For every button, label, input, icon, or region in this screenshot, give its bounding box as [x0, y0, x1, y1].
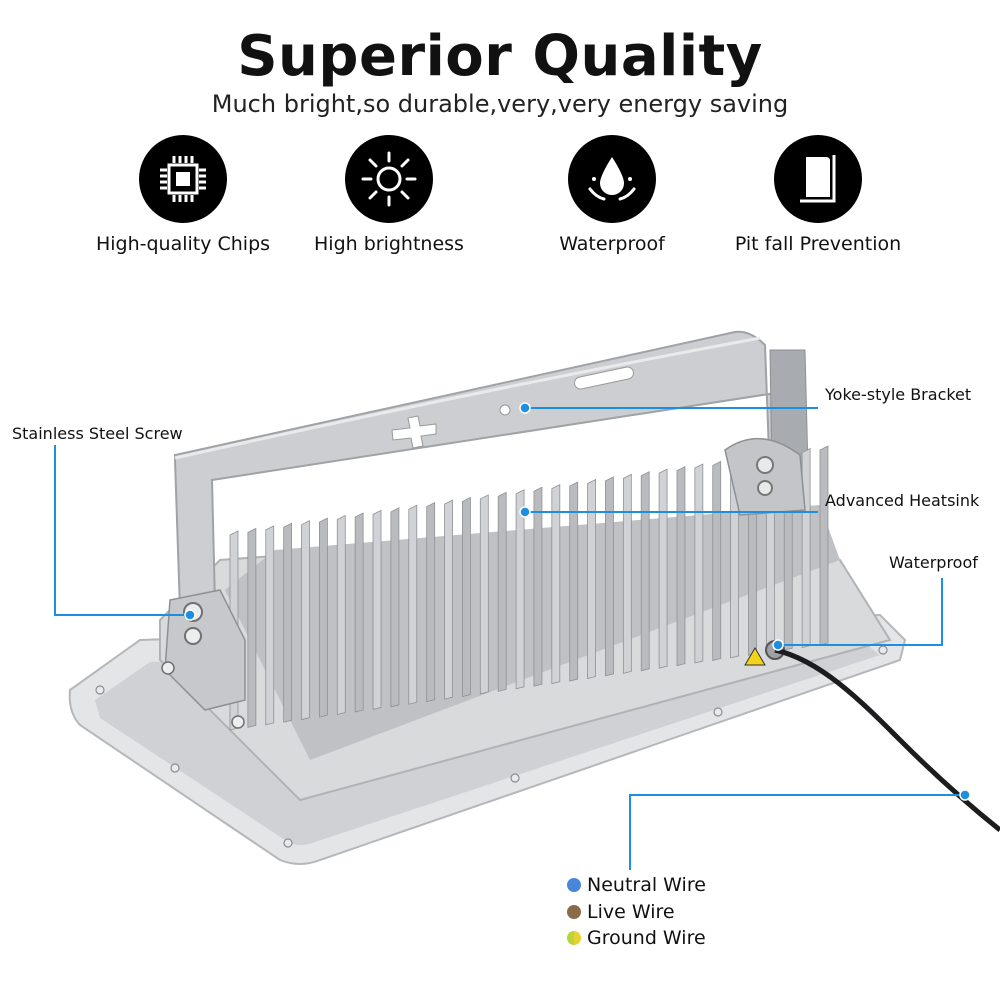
heatsink-fin	[569, 481, 579, 682]
ground-wire-dot	[567, 931, 581, 945]
heatsink-fin	[444, 499, 453, 700]
heatsink-fin	[318, 517, 328, 718]
callout-yoke-label: Yoke-style Bracket	[825, 385, 972, 404]
heatsink-fin	[497, 491, 507, 692]
heatsink-fin	[301, 520, 310, 721]
yoke-bracket	[174, 330, 802, 612]
live-wire-dot	[567, 905, 581, 919]
callout-dot-heatsink	[519, 506, 531, 518]
callout-dot-screw	[184, 609, 196, 621]
feature-chips: High-quality Chips	[83, 135, 283, 255]
power-cable	[774, 647, 1000, 832]
live-wire-label: Live Wire	[587, 901, 675, 923]
heatsink-fin	[676, 465, 686, 667]
page-title: Superior Quality	[237, 24, 763, 89]
callout-dot-waterproof	[772, 639, 784, 651]
heatsink-fin	[694, 463, 704, 664]
heatsink-fin	[336, 514, 346, 716]
heatsink-fin	[426, 502, 436, 703]
heatsink-fin	[640, 471, 650, 672]
callout-dot-yoke	[519, 402, 531, 414]
neutral-wire-dot	[567, 878, 581, 892]
warning-label	[744, 647, 766, 666]
legend-ground-wire: Ground Wire	[567, 927, 706, 949]
feature-chips-label: High-quality Chips	[95, 233, 271, 255]
feature-brightness-label: High brightness	[314, 233, 464, 255]
page-subtitle: Much bright,so durable,very,very energy …	[211, 90, 789, 118]
chip-icon	[139, 135, 227, 223]
heatsink-fin	[551, 483, 561, 685]
feature-fall-prevention-label: Pit fall Prevention	[734, 233, 902, 255]
heatsink-fin	[247, 527, 257, 728]
heatsink-fin	[605, 476, 614, 677]
sun-icon	[345, 135, 433, 223]
bracket-cross-hole	[391, 415, 437, 449]
heatsink-fin	[622, 473, 632, 674]
heatsink-fin	[283, 522, 293, 723]
feature-waterproof: Waterproof	[512, 135, 712, 255]
heatsink-fin	[372, 509, 382, 710]
callout-waterproof-label: Waterproof	[889, 553, 978, 572]
heatsink-fin	[658, 468, 668, 669]
heatsink-fin	[819, 445, 829, 646]
heatsink-fins	[229, 445, 829, 731]
heatsink-fin	[354, 512, 364, 713]
callout-heatsink-label: Advanced Heatsink	[825, 491, 980, 510]
legend-neutral-wire: Neutral Wire	[567, 874, 706, 896]
legend-live-wire: Live Wire	[567, 901, 675, 923]
heatsink-fin	[712, 460, 722, 661]
fall-prevention-icon	[774, 135, 862, 223]
heatsink-fin	[265, 525, 275, 726]
bracket-slot	[574, 366, 634, 390]
water-drop-icon	[568, 135, 656, 223]
ground-wire-label: Ground Wire	[587, 927, 706, 949]
feature-fall-prevention: Pit fall Prevention	[718, 135, 918, 255]
heatsink-fin	[801, 447, 811, 649]
callout-dot-cable	[959, 789, 971, 801]
right-screw	[756, 456, 774, 474]
heatsink-fin	[462, 496, 471, 698]
heatsink-fin	[479, 494, 489, 695]
heatsink-fin	[587, 478, 596, 679]
callout-screw-label: Stainless Steel Screw	[12, 424, 183, 443]
right-side-mount	[724, 438, 806, 516]
heatsink-fin	[408, 504, 418, 705]
heatsink-fin	[390, 507, 400, 708]
heatsink-fin	[515, 489, 525, 690]
feature-brightness: High brightness	[289, 135, 489, 255]
neutral-wire-label: Neutral Wire	[587, 874, 706, 896]
heatsink-fin	[533, 486, 543, 687]
feature-waterproof-label: Waterproof	[559, 233, 665, 255]
